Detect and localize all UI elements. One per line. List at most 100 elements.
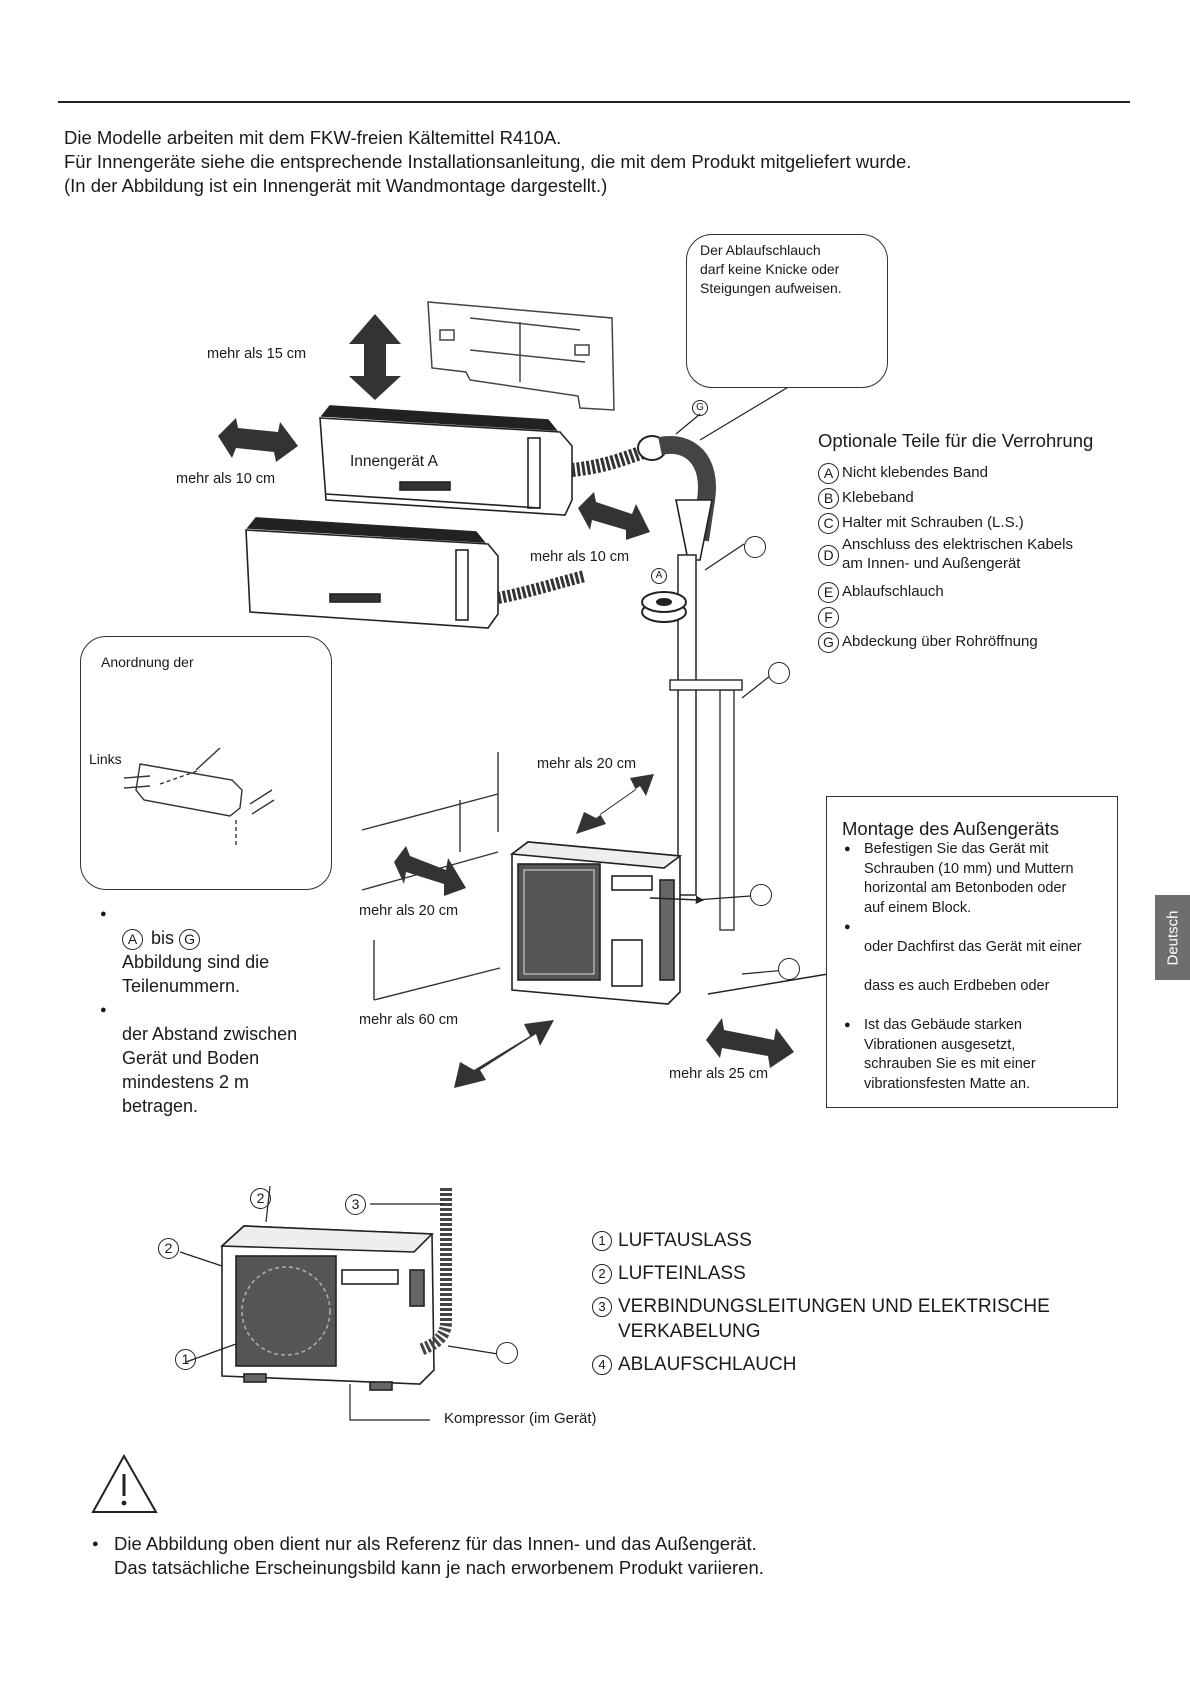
letter-a: A — [818, 462, 839, 484]
arrangement-title: Anordnung der — [101, 654, 194, 670]
pipe-clamp — [669, 679, 743, 691]
callout-circle-2 — [768, 662, 790, 684]
mount-b2-line-2: oder Dachfirst das Gerät mit einer — [864, 938, 1082, 955]
marker-a: A — [651, 568, 667, 584]
footer-note: Die Abbildung oben dient nur als Referen… — [92, 1532, 764, 1580]
legend-num-2: 2 — [592, 1264, 612, 1284]
indoor-unit-b — [245, 517, 499, 629]
arrangement-box — [80, 636, 332, 890]
refrigerant-pipe-b — [496, 570, 587, 604]
language-tab: Deutsch — [1155, 895, 1190, 980]
footer-line-2: Das tatsächliche Erscheinungsbild kann j… — [114, 1557, 764, 1578]
outdoor-mount-text: Befestigen Sie das Gerät mit Schrauben (… — [842, 840, 1112, 1094]
callout-circle-3 — [750, 884, 772, 906]
mount-bullet-1: Befestigen Sie das Gerät mit Schrauben (… — [842, 840, 1112, 918]
side-clearance-arrow-left — [218, 418, 298, 462]
vertical-clearance-arrow — [349, 314, 401, 400]
letter-b: B — [818, 487, 839, 509]
lower-pipe — [417, 1188, 452, 1356]
mount-b3-line-1: Ist das Gebäude starken — [864, 1017, 1022, 1033]
optional-part-e-text: Ablaufschlauch — [842, 583, 944, 600]
callout-circle-lower — [496, 1342, 518, 1364]
left-notes: ● A bis G Abbildung sind die Teilenummer… — [100, 902, 297, 1118]
left-note-2-line-5: betragen. — [122, 1096, 199, 1116]
tape-roll — [641, 591, 687, 623]
mount-b1-line-1: Befestigen Sie das Gerät mit — [864, 841, 1049, 857]
left-note-2-line-2: der Abstand zwischen — [122, 1024, 298, 1044]
mount-b1-line-2: Schrauben (10 mm) und Muttern — [864, 860, 1074, 877]
indoor-unit-a — [319, 405, 573, 516]
mount-b1-line-4: auf einem Block. — [864, 899, 972, 916]
note-bis: bis — [151, 928, 175, 948]
arrangement-left-label: Links — [89, 751, 122, 767]
letter-e: E — [818, 581, 839, 603]
footer-line-1: Die Abbildung oben dient nur als Referen… — [114, 1533, 757, 1554]
distance-label-20-left: mehr als 20 cm — [359, 903, 459, 919]
mount-bullet-2: oder Dachfirst das Gerät mit einer dass … — [842, 918, 1112, 996]
intro-line-3: (In der Abbildung ist ein Innengerät mit… — [64, 175, 608, 196]
clearance-arrow-60 — [454, 1020, 554, 1088]
legend-text-2: LUFTEINLASS — [618, 1263, 746, 1284]
optional-part-g-text: Abdeckung über Rohröffnung — [842, 633, 1038, 650]
lower-marker-3: 3 — [345, 1194, 366, 1215]
drain-note-line-3: Steigungen aufweisen. — [700, 280, 842, 296]
left-note-2: ● der Abstand zwischen Gerät und Boden m… — [100, 1004, 298, 1116]
drain-note-text: Der Ablaufschlauch darf keine Knicke ode… — [700, 241, 842, 298]
letter-c: C — [818, 512, 839, 534]
side-clearance-arrow-right — [578, 492, 650, 540]
left-note-2-line-3: Gerät und Boden — [122, 1048, 260, 1068]
vertical-pipe — [677, 554, 697, 896]
compressor-label: Kompressor (im Gerät) — [444, 1410, 597, 1427]
arrangement-sketch — [123, 747, 275, 846]
mount-b3-line-4: vibrationsfesten Matte an. — [864, 1075, 1031, 1092]
drain-hose — [719, 689, 735, 931]
letter-f: F — [818, 606, 839, 628]
distance-label-15: mehr als 15 cm — [207, 346, 307, 362]
letter-g: G — [818, 631, 839, 653]
outdoor-unit-lower — [219, 1225, 435, 1391]
mounting-plate — [427, 301, 615, 411]
mount-b3-line-2: Vibrationen ausgesetzt, — [864, 1036, 1016, 1053]
drain-note-line-1: Der Ablaufschlauch — [700, 242, 821, 258]
intro-line-2: Für Innengeräte siehe die entsprechende … — [64, 151, 912, 172]
intro-line-1: Die Modelle arbeiten mit dem FKW-freien … — [64, 127, 562, 148]
distance-label-25: mehr als 25 cm — [669, 1066, 769, 1082]
outdoor-mount-title: Montage des Außengeräts — [842, 818, 1060, 839]
mount-b3-line-3: schrauben Sie es mit einer — [864, 1056, 1036, 1072]
letter-d: D — [818, 545, 839, 566]
left-note-1: ● A bis G Abbildung sind die Teilenummer… — [100, 902, 297, 998]
mount-bullet-3: Ist das Gebäude starken Vibrationen ausg… — [842, 1016, 1112, 1094]
outdoor-unit-upper — [509, 841, 683, 1005]
lower-marker-2-top: 2 — [250, 1188, 271, 1209]
note-letter-g: G — [179, 928, 201, 950]
left-note-2-line-4: mindestens 2 m — [122, 1072, 250, 1092]
mount-b1-line-3: horizontal am Betonboden oder — [864, 880, 1067, 896]
legend-text-1: LUFTAUSLASS — [618, 1230, 752, 1251]
legend-num-3: 3 — [592, 1297, 612, 1317]
optional-part-b-text: Klebeband — [842, 489, 914, 506]
lower-marker-1: 1 — [175, 1349, 196, 1370]
distance-label-60: mehr als 60 cm — [359, 1012, 459, 1028]
warning-icon — [91, 1453, 158, 1513]
left-note-1-line-3: Teilenummern. — [122, 976, 241, 996]
clearance-arrow-20-top — [576, 774, 654, 834]
distance-label-10-left: mehr als 10 cm — [176, 471, 276, 487]
legend-text-4: ABLAUFSCHLAUCH — [618, 1354, 797, 1375]
lower-marker-2-left: 2 — [158, 1238, 179, 1259]
distance-label-10-right: mehr als 10 cm — [530, 549, 630, 565]
distance-label-20-top: mehr als 20 cm — [537, 756, 637, 772]
legend-text-3b: VERKABELUNG — [618, 1321, 761, 1342]
footer-bullet: Die Abbildung oben dient nur als Referen… — [92, 1532, 764, 1580]
drain-note-line-2: darf keine Knicke oder — [700, 261, 840, 277]
legend-item-2: 2 LUFTEINLASS — [592, 1261, 1050, 1286]
left-note-1-line-2: Abbildung sind die — [122, 952, 270, 972]
